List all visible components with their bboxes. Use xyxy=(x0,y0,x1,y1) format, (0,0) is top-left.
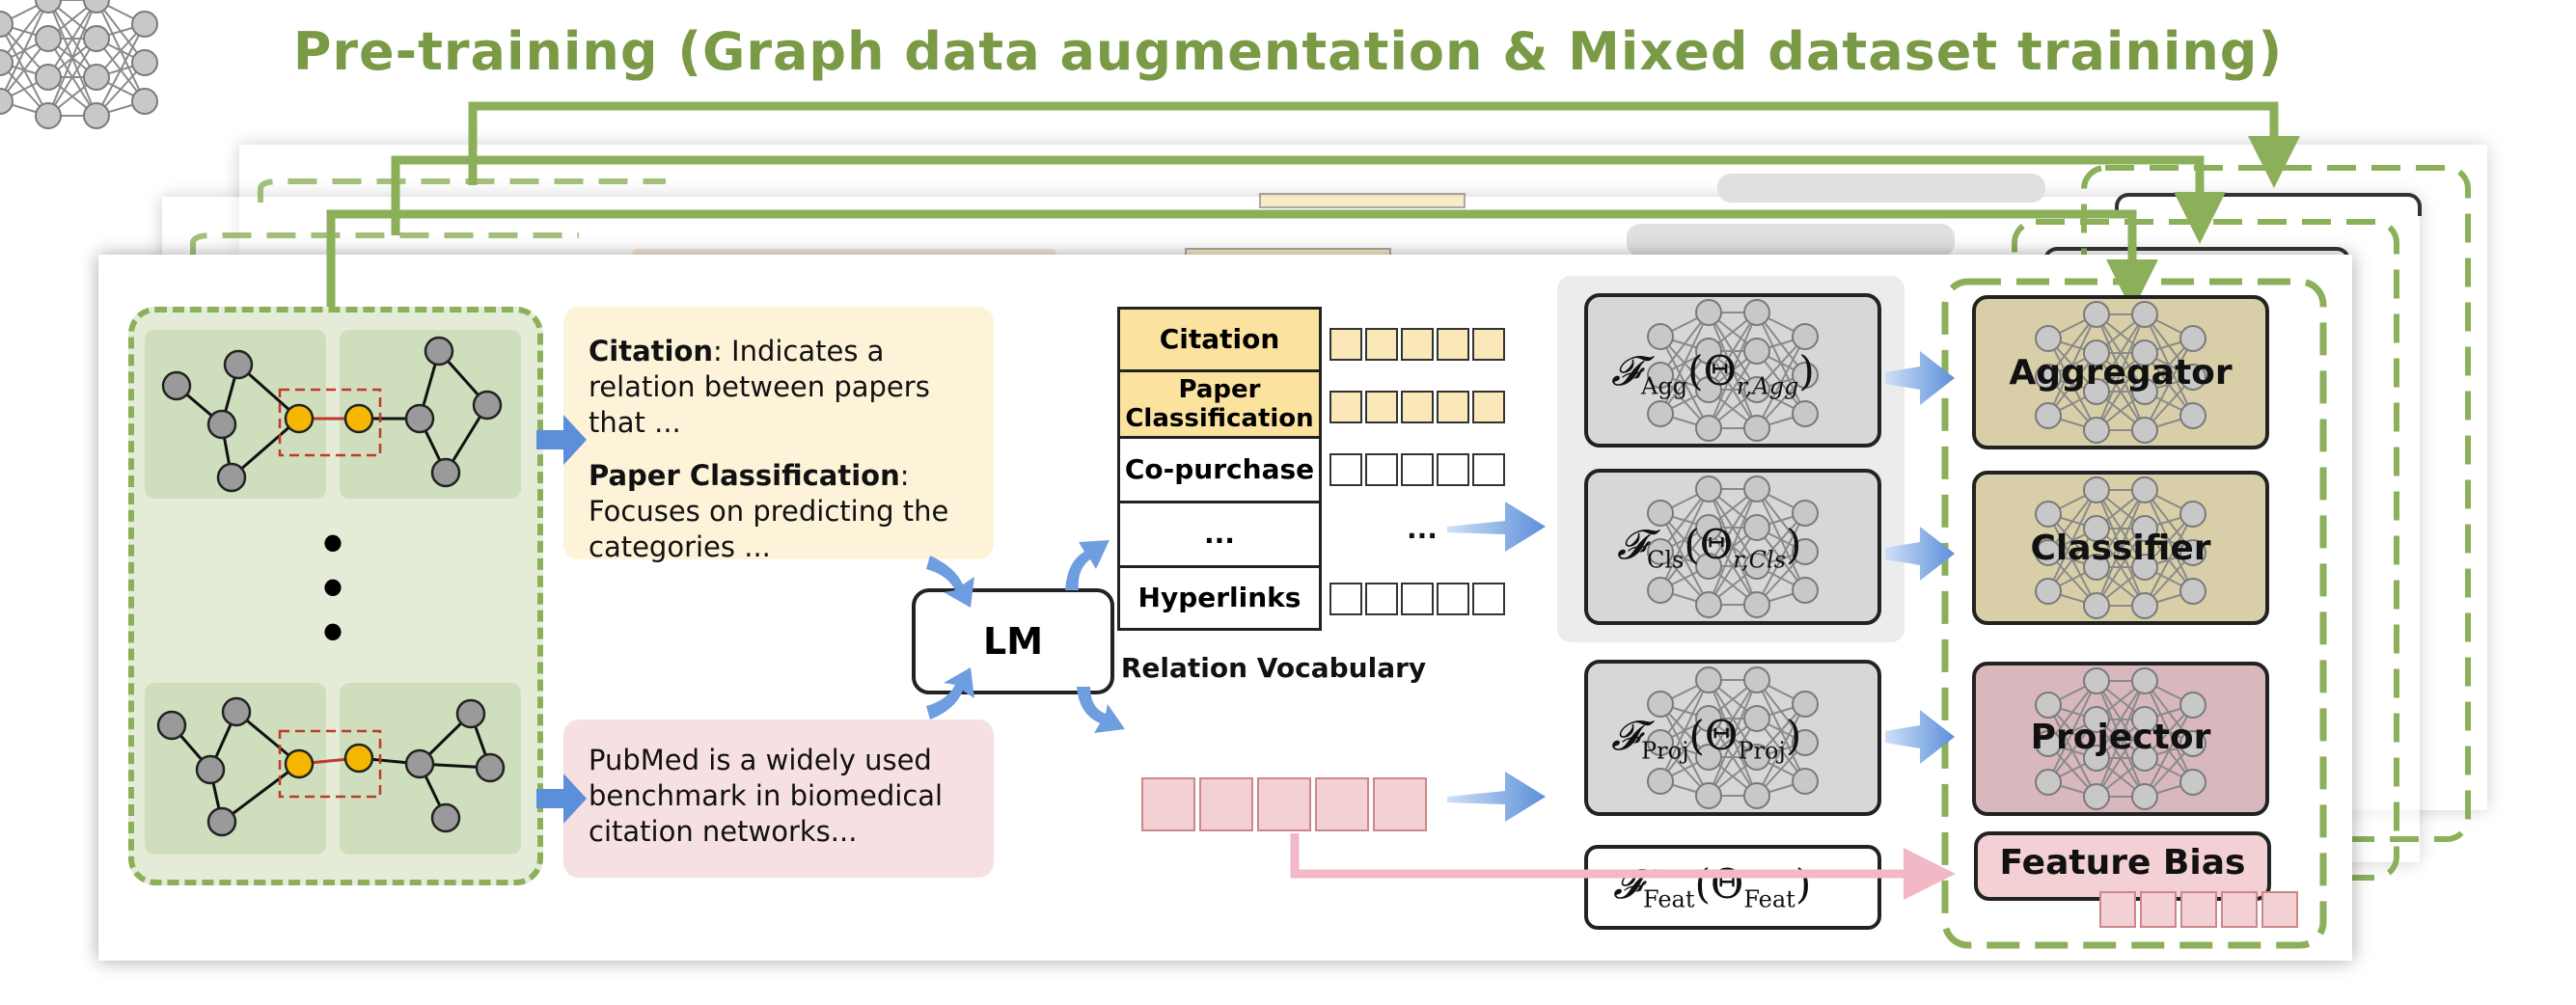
blue-arrow-agg-to-target xyxy=(1885,351,1955,405)
neural-network-icon xyxy=(0,0,158,129)
aggregator-module-label: 𝓕Agg(Θr,Agg) xyxy=(1611,347,1815,400)
classifier-module-label: 𝓕Cls(Θr,Cls) xyxy=(1617,521,1802,574)
blue-arrow-graph-to-dataset xyxy=(536,774,587,824)
pink-feature-connector xyxy=(1290,833,1956,900)
blue-arrow-lm-to-feature xyxy=(1077,687,1125,733)
background-card-vocab-stub xyxy=(1259,193,1466,208)
blue-arrow-dataset-to-lm xyxy=(926,667,974,720)
citation-term: Citation xyxy=(589,335,714,367)
aggregator-label: Aggregator xyxy=(2009,353,2233,393)
blue-arrow-relation-to-lm xyxy=(926,556,974,608)
projector-module-label: 𝓕Proj(ΘProj) xyxy=(1611,712,1802,765)
language-model-box: LM xyxy=(912,588,1114,694)
vocab-row-ellipsis: ... xyxy=(1117,501,1322,568)
aggregator-target xyxy=(1972,295,2269,449)
background-card-target-stub xyxy=(2115,193,2422,216)
paper-classification-definition: : Focuses on predicting the categories .… xyxy=(589,459,949,563)
projector-label: Projector xyxy=(2030,718,2211,757)
citation-definition: : Indicates a relation between papers th… xyxy=(589,335,930,439)
graph-top-nodes xyxy=(161,336,503,493)
lm-label: LM xyxy=(982,620,1044,663)
feature-bias-target xyxy=(1974,831,2271,901)
background-card-module-stub xyxy=(1627,224,1955,257)
paper-classification-term: Paper Classification xyxy=(589,459,900,492)
classifier-label: Classifier xyxy=(2030,529,2211,568)
feature-module xyxy=(1584,845,1881,930)
diagram-title: Pre-training (Graph data augmentation & … xyxy=(292,21,2284,82)
background-card-module-stub xyxy=(1717,174,2045,203)
blue-arrow-graph-to-relation xyxy=(536,415,587,465)
blue-arrow-vocab-to-modules xyxy=(1447,502,1546,552)
classifier-target xyxy=(1972,471,2269,625)
blue-arrow-lm-to-vocab xyxy=(1065,540,1110,590)
dataset-description: PubMed is a widely used benchmark in bio… xyxy=(589,744,944,848)
vocab-row-citation: Citation xyxy=(1117,307,1322,372)
feature-module-label: 𝓕Feat(ΘFeat) xyxy=(1613,860,1812,913)
vocab-row-hyperlinks: Hyperlinks xyxy=(1117,565,1322,631)
relation-description-box: Citation: Indicates a relation between p… xyxy=(563,307,994,563)
feature-bias-label: Feature Bias xyxy=(1999,843,2246,883)
relation-vocabulary-caption: Relation Vocabulary xyxy=(1120,652,1427,684)
vertical-ellipsis: ••• xyxy=(322,510,343,664)
graph-bottom-nodes xyxy=(156,696,506,837)
blue-arrow-cls-to-target xyxy=(1885,527,1955,581)
blue-arrow-feature-to-projector xyxy=(1447,772,1546,822)
dataset-description-box: PubMed is a widely used benchmark in bio… xyxy=(563,720,994,878)
vocab-row-paper-classification: Paper Classification xyxy=(1117,369,1322,439)
blue-arrow-proj-to-target xyxy=(1885,710,1955,764)
embedding-ellipsis: ... xyxy=(1407,513,1438,545)
